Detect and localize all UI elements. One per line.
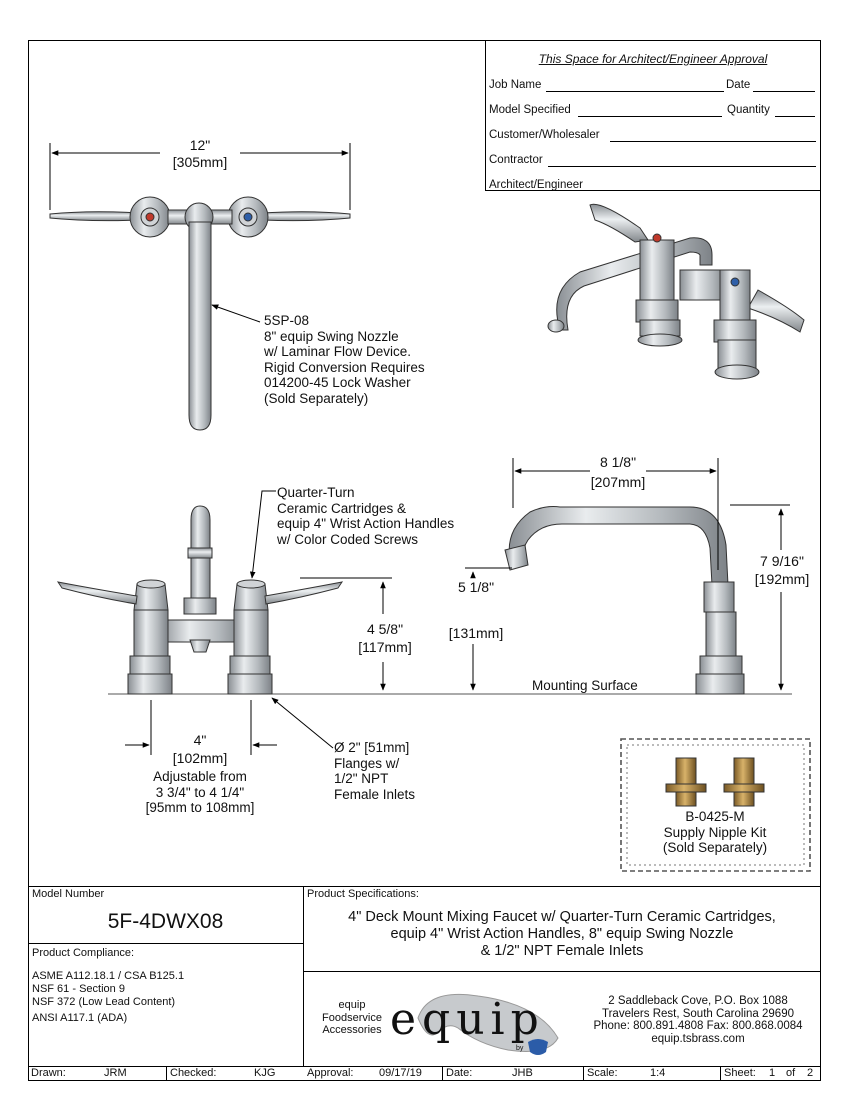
approved-label: Approval: (307, 1067, 354, 1079)
address-3: Phone: 800.891.4808 Fax: 800.868.0084 (593, 1020, 803, 1032)
equip-logo-icon: equip by (390, 993, 559, 1055)
front-height-in: 4 5/8" (366, 621, 404, 637)
nozzle-note-5: 014200-45 Lock Washer (264, 375, 411, 390)
compliance-line-2: NSF 61 - Section 9 (32, 983, 125, 995)
brand-tag-2: Foodservice (322, 1011, 382, 1024)
sheet-total: 2 (807, 1067, 814, 1079)
logo-text: equip (390, 994, 545, 1045)
flange-note-2: Flanges w/ (334, 755, 400, 771)
compliance-line-1: ASME A112.18.1 / CSA B125.1 (32, 970, 185, 982)
job-name-label: Job Name (489, 79, 542, 91)
handles-note-2: Ceramic Cartridges & (277, 500, 407, 516)
date-value: JHB (512, 1067, 533, 1079)
total-in: 7 9/16" (760, 553, 804, 569)
handles-note-4: w/ Color Coded Screws (277, 531, 419, 547)
address-4: equip.tsbrass.com (651, 1032, 745, 1045)
reach-in: 8 1/8" (599, 454, 637, 470)
address-2: Travelers Rest, South Carolina 29690 (602, 1007, 794, 1020)
specs-line-1: 4" Deck Mount Mixing Faucet w/ Quarter-T… (348, 909, 776, 925)
brand-tag-1: equip (338, 999, 366, 1011)
contractor-label: Contractor (489, 154, 543, 166)
supply-nipple-kit (620, 738, 811, 872)
mounting-surface-label: Mounting Surface (532, 678, 638, 693)
drawn-value: JRM (104, 1067, 127, 1079)
model-specified-label: Model Specified (489, 104, 571, 116)
logo-by: by (516, 1045, 524, 1052)
date-label-footer: Date: (446, 1067, 473, 1079)
date-label: Date (726, 79, 751, 91)
drawing-frame (28, 40, 821, 1081)
model-number-label: Model Number (32, 888, 105, 900)
scale-label: Scale: (587, 1067, 618, 1079)
brand-tag-3: Accessories (322, 1024, 382, 1036)
specs-line-2: equip 4" Wrist Action Handles, 8" equip … (390, 926, 734, 942)
checked-value: KJG (254, 1067, 276, 1079)
kit-line-1: B-0425-M (685, 809, 745, 824)
scale-value: 1:4 (650, 1067, 666, 1079)
kit-line-2: Supply Nipple Kit (663, 824, 767, 840)
adjustable-3: [95mm to 108mm] (145, 800, 255, 815)
architect-label: Architect/Engineer (489, 179, 583, 191)
model-number: 5F-4DWX08 (107, 910, 224, 933)
address-1: 2 Saddleback Cove, P.O. Box 1088 (608, 995, 788, 1007)
nozzle-note-2: 8" equip Swing Nozzle (264, 328, 399, 344)
top-view (49, 143, 351, 431)
adjustable-2: 3 3/4" to 4 1/4" (155, 784, 245, 800)
total-mm: [192mm] (754, 571, 810, 587)
specs-line-3: & 1/2" NPT Female Inlets (480, 943, 644, 959)
checked-label: Checked: (170, 1067, 217, 1079)
nozzle-note-1: 5SP-08 (264, 313, 310, 328)
spacing-in: 4" (193, 732, 207, 748)
drawn-label: Drawn: (31, 1067, 66, 1079)
flange-note-1: Ø 2" [51mm] (334, 740, 410, 755)
nozzle-note-6: (Sold Separately) (264, 390, 369, 406)
approval-box: This Space for Architect/Engineer Approv… (485, 40, 821, 191)
handles-note-3: equip 4" Wrist Action Handles (277, 516, 455, 531)
flange-note-3: 1/2" NPT (334, 771, 389, 786)
reach-mm: [207mm] (590, 474, 646, 490)
flange-note-4: Female Inlets (334, 786, 416, 802)
sheet-of: of (786, 1067, 796, 1079)
compliance-line-3: NSF 372 (Low Lead Content) (32, 996, 176, 1008)
quantity-label: Quantity (727, 104, 770, 116)
nozzle-note-4: Rigid Conversion Requires (264, 359, 425, 375)
outlet-mm: [131mm] (448, 625, 504, 641)
front-view (56, 490, 792, 755)
top-width-in: 12" (189, 137, 211, 153)
adjustable-1: Adjustable from (153, 769, 247, 784)
kit-line-3: (Sold Separately) (662, 840, 768, 855)
specs-label: Product Specifications: (307, 888, 419, 900)
compliance-line-4: ANSI A117.1 (ADA) (32, 1012, 128, 1024)
top-width-mm: [305mm] (172, 154, 228, 170)
side-view (465, 458, 790, 695)
spacing-mm: [102mm] (172, 750, 228, 766)
approval-title: This Space for Architect/Engineer Approv… (538, 52, 768, 66)
compliance-label: Product Compliance: (32, 947, 135, 959)
front-height-mm: [117mm] (358, 639, 412, 655)
approved-value: 09/17/19 (379, 1067, 422, 1079)
handles-note-1: Quarter-Turn (277, 485, 355, 500)
outlet-in: 5 1/8" (457, 579, 495, 595)
sheet-label: Sheet: (724, 1067, 756, 1079)
customer-label: Customer/Wholesaler (489, 129, 600, 141)
sheet-value: 1 (769, 1067, 776, 1079)
nozzle-note-3: w/ Laminar Flow Device. (264, 344, 412, 359)
iso-view (547, 203, 805, 380)
